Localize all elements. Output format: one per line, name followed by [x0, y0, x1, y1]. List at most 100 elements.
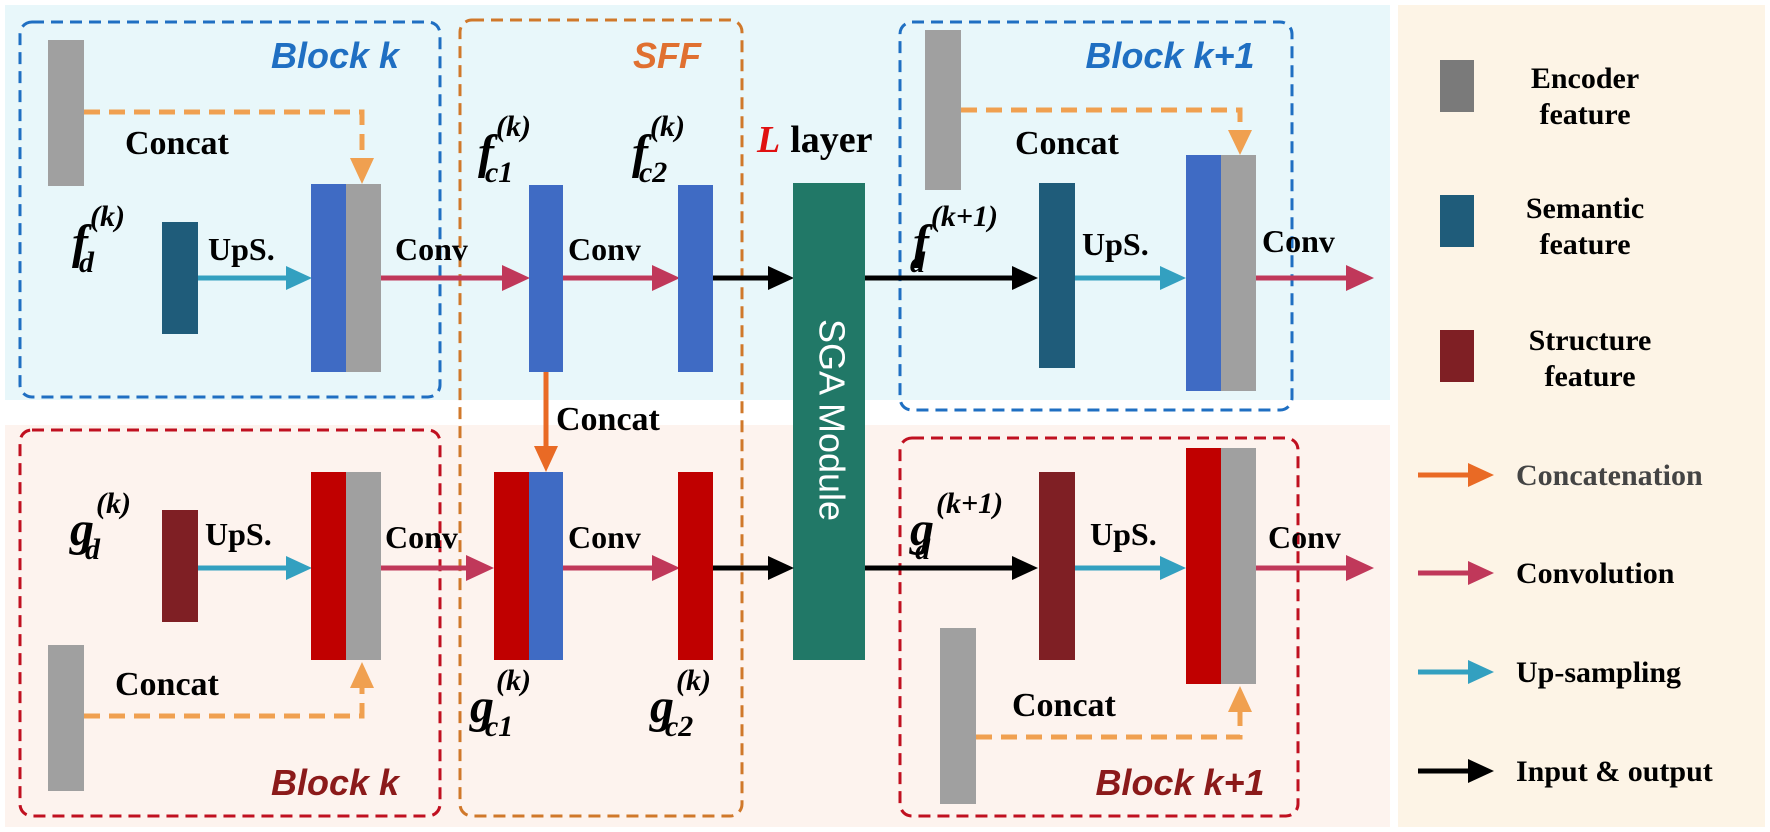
- io-arrowhead-sff-top: [768, 266, 794, 290]
- conv-label-bottom-right: Conv: [1268, 519, 1341, 555]
- concat-arrowhead-top-left: [350, 158, 374, 184]
- legend-encoder-swatch: [1440, 60, 1474, 112]
- f-d-k1-label: f(k+1)d: [910, 200, 998, 279]
- block-k-top-border: [18, 20, 442, 399]
- conv-arrowhead-bottom-right: [1346, 555, 1374, 581]
- concat-arrowhead-bottom-right: [1228, 686, 1252, 712]
- f-d-k-label: f(k)d: [72, 200, 125, 279]
- encoder-concat-feature-bottom-left: [346, 472, 381, 660]
- structure-concat-feature-bottom-right: [1186, 448, 1221, 684]
- conv-label-sff-bottom: Conv: [568, 519, 641, 555]
- concat-arrow-top-left: [84, 109, 365, 175]
- sga-module-label: SGA Module: [811, 319, 852, 521]
- ups-label-bottom-left: UpS.: [205, 516, 272, 552]
- encoder-feature-bottom-left: [48, 645, 84, 791]
- structure-concat-feature-bottom-left: [311, 472, 346, 660]
- conv-arrowhead-sff-bottom: [652, 555, 680, 581]
- io-arrowhead-sff-bottom: [768, 556, 794, 580]
- ups-arrowhead-bottom-right: [1160, 556, 1186, 580]
- legend-conv-arrowhead: [1468, 561, 1494, 585]
- legend-concat-arrowhead: [1468, 463, 1494, 487]
- encoder-concat-feature-top-left: [346, 184, 381, 372]
- semantic-concat-feature-top-left: [311, 184, 346, 372]
- legend-structure-line2: feature: [1544, 360, 1635, 393]
- block-k1-top-title: Block k+1: [1085, 35, 1254, 76]
- conv-label-top-right: Conv: [1262, 223, 1335, 259]
- legend-convolution: Convolution: [1516, 557, 1675, 590]
- legend-semantic-swatch: [1440, 195, 1474, 247]
- concat-arrowhead-bottom-left: [350, 662, 374, 688]
- structure-feature-bottom-right: [1039, 472, 1075, 660]
- g-d-k-label: g(k)d: [69, 487, 131, 566]
- encoder-concat-feature-bottom-right: [1221, 448, 1256, 684]
- semantic-concat-feature-top-right: [1186, 155, 1221, 391]
- conv-label-sff-top: Conv: [568, 231, 641, 267]
- encoder-feature-top-right: [925, 30, 961, 190]
- block-k1-bottom-title: Block k+1: [1095, 762, 1264, 803]
- semantic-feature-top-right: [1039, 183, 1075, 368]
- encoder-concat-feature-top-right: [1221, 155, 1256, 391]
- structure-feature-bottom-left: [162, 510, 198, 622]
- block-k1-bottom-border: [898, 436, 1300, 818]
- structure-feature-gc2: [678, 472, 713, 660]
- ups-arrowhead-bottom-left: [286, 556, 312, 580]
- conv-arrowhead-sff-top: [652, 265, 680, 291]
- sga-module-box: [793, 183, 865, 660]
- conv-label-top-left: Conv: [395, 231, 468, 267]
- io-arrowhead-top-right: [1012, 266, 1038, 290]
- sff-border: [458, 18, 744, 818]
- concat-arrowhead-sff: [534, 446, 558, 472]
- legend-semantic-line2: feature: [1539, 228, 1630, 261]
- concat-arrow-bottom-right: [976, 705, 1243, 740]
- semantic-feature-top-left: [162, 222, 198, 334]
- io-arrowhead-bottom-right: [1012, 556, 1038, 580]
- encoder-feature-top-left: [48, 40, 84, 186]
- sff-title: SFF: [633, 35, 702, 76]
- conv-arrowhead-top-right: [1346, 265, 1374, 291]
- legend-background: [1398, 5, 1765, 827]
- l-letter: L: [756, 119, 780, 161]
- conv-arrowhead-top-left: [502, 265, 530, 291]
- g-c2-k-label: g(k)c2: [649, 664, 711, 743]
- f-c2-k-label: f(k)c2: [632, 110, 685, 189]
- layer-word: layer: [790, 119, 872, 161]
- ups-label-top-right: UpS.: [1082, 226, 1149, 262]
- g-d-k1-label: g(k+1)d: [909, 487, 1003, 566]
- concat-arrow-bottom-left: [84, 680, 365, 719]
- legend-structure-line1: Structure: [1529, 324, 1652, 357]
- legend-io-arrowhead: [1468, 759, 1494, 783]
- ups-label-top-left: UpS.: [208, 231, 275, 267]
- concat-label-bottom-right: Concat: [1012, 687, 1117, 724]
- ups-label-bottom-right: UpS.: [1090, 516, 1157, 552]
- semantic-feature-fc2: [678, 185, 713, 372]
- semantic-feature-fc1: [529, 185, 563, 372]
- concat-label-bottom-left: Concat: [115, 666, 220, 703]
- ups-arrowhead-top-left: [286, 266, 312, 290]
- block-k-top-title: Block k: [271, 35, 401, 76]
- f-c1-k-label: f(k)c1: [478, 110, 531, 189]
- structure-feature-gc1: [494, 472, 529, 660]
- legend-semantic-line1: Semantic: [1526, 192, 1644, 225]
- block-k1-top-border: [898, 20, 1294, 412]
- block-k-bottom-title: Block k: [271, 762, 401, 803]
- concat-label-sff: Concat: [556, 401, 661, 438]
- concat-label-top-right: Concat: [1015, 125, 1120, 162]
- legend-structure-swatch: [1440, 330, 1474, 382]
- encoder-feature-bottom-right: [940, 628, 976, 804]
- legend-encoder-line1: Encoder: [1531, 62, 1639, 95]
- ups-arrowhead-top-right: [1160, 266, 1186, 290]
- legend-input-output: Input & output: [1516, 755, 1713, 788]
- conv-label-bottom-left: Conv: [385, 519, 458, 555]
- conv-arrowhead-bottom-left: [466, 555, 494, 581]
- legend-upsampling: Up-sampling: [1516, 656, 1681, 689]
- concat-label-top-left: Concat: [125, 125, 230, 162]
- semantic-feature-gc1: [529, 472, 563, 660]
- legend-encoder-line2: feature: [1539, 98, 1630, 131]
- legend-concatenation: Concatenation: [1516, 459, 1703, 492]
- concat-arrowhead-top-right: [1228, 130, 1252, 155]
- legend-ups-arrowhead: [1468, 660, 1494, 684]
- g-c1-k-label: g(k)c1: [469, 664, 531, 743]
- block-k-bottom-border: [18, 428, 442, 818]
